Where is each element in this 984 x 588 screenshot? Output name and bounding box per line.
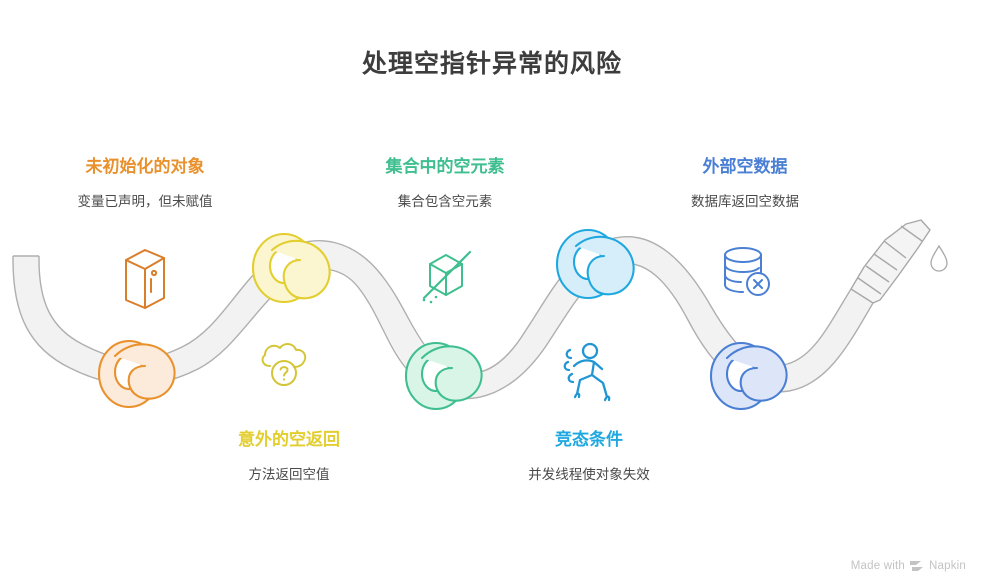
label-external-subtext: 数据库返回空数据 [691, 194, 799, 209]
label-uninitialized-subtext: 变量已声明，但未赋值 [77, 194, 213, 209]
cabinet-icon [125, 249, 165, 309]
hose-illustration [12, 219, 948, 411]
cyan-knot [555, 228, 635, 300]
orange-knot [97, 339, 176, 409]
napkin-logo-icon [910, 560, 924, 572]
yellow-knot [251, 232, 331, 304]
label-external-heading: 外部空数据 [702, 157, 788, 176]
label-collection: 集合中的空元素 集合包含空元素 [345, 156, 545, 212]
green-knot [404, 341, 483, 411]
label-collection-heading: 集合中的空元素 [385, 157, 505, 176]
label-null-return: 意外的空返回 方法返回空值 [180, 429, 398, 485]
page-title: 处理空指针异常的风险 [361, 50, 622, 78]
icon-layer [125, 247, 770, 402]
label-collection-subtext: 集合包含空元素 [397, 194, 493, 209]
watermark-brand: Napkin [929, 560, 966, 572]
label-null-return-heading: 意外的空返回 [238, 430, 340, 449]
label-uninitialized: 未初始化的对象 变量已声明，但未赋值 [30, 156, 260, 212]
blue-knot [709, 341, 788, 411]
label-race-condition-heading: 竞态条件 [555, 430, 623, 449]
cloud-question-icon [261, 343, 307, 386]
label-external: 外部空数据 数据库返回空数据 [650, 156, 840, 212]
database-error-icon [724, 247, 770, 296]
label-uninitialized-heading: 未初始化的对象 [85, 157, 205, 176]
empty-box-slash-icon [422, 250, 472, 304]
running-person-icon [563, 342, 611, 402]
water-droplet-icon [930, 244, 948, 272]
label-null-return-subtext: 方法返回空值 [248, 467, 330, 482]
label-race-condition: 竞态条件 并发线程使对象失效 [480, 429, 698, 485]
watermark: Made with Napkin [851, 560, 966, 572]
hose-nozzle-icon [850, 219, 948, 304]
label-race-condition-subtext: 并发线程使对象失效 [528, 467, 650, 482]
watermark-made-with: Made with [850, 560, 905, 572]
